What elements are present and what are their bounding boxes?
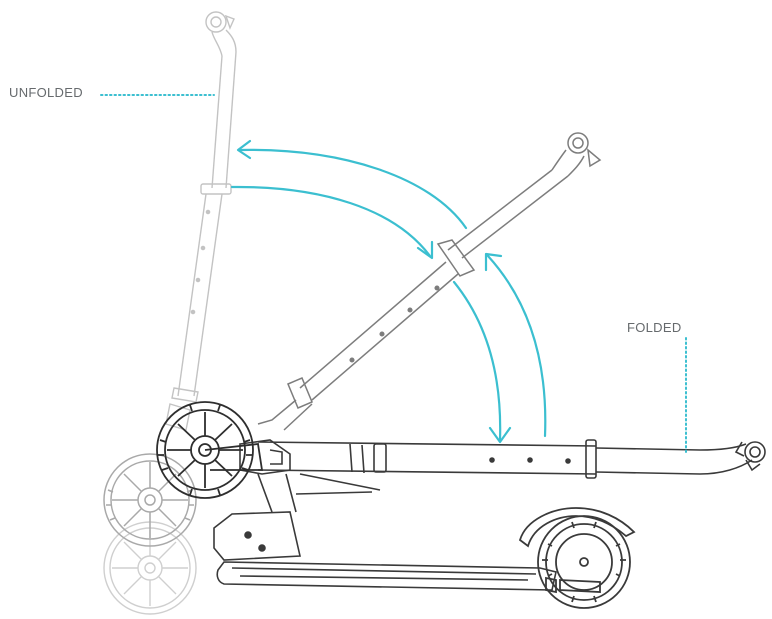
- curved-arrow-unfold-icon: [236, 139, 468, 230]
- scooter-deck: [213, 473, 557, 591]
- ghost-wheel-middle: [103, 453, 197, 547]
- curved-arrow-fold-lower-icon: [452, 280, 512, 444]
- curved-arrow-unfold-lower-icon: [484, 252, 547, 438]
- diagonal-stem-midfold: [257, 132, 602, 431]
- unfolded-stem-ghost: [165, 11, 237, 431]
- unfolded-label: UNFOLDED: [9, 85, 83, 100]
- front-wheel: [156, 401, 264, 499]
- folded-label: FOLDED: [627, 320, 682, 335]
- curved-arrow-fold-icon: [230, 185, 434, 260]
- rear-wheel: [518, 507, 636, 609]
